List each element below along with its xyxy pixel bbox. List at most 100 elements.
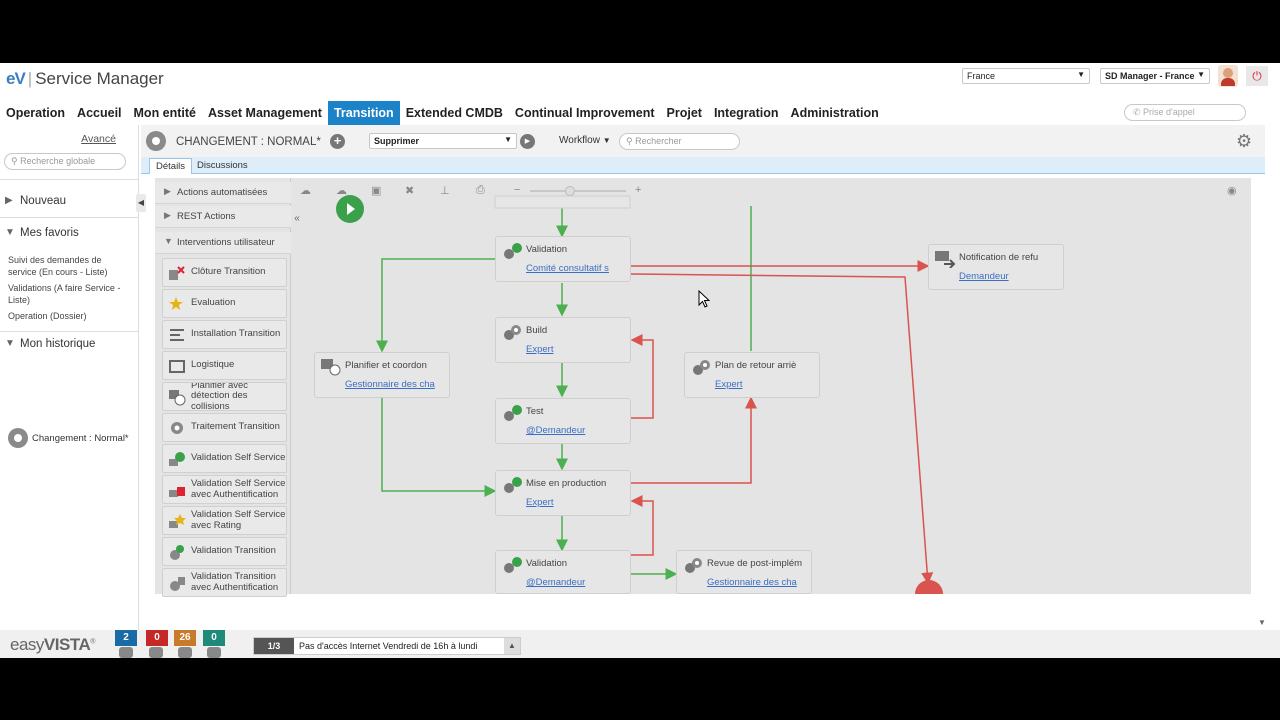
palette-item[interactable]: Evaluation: [162, 289, 287, 318]
add-icon[interactable]: +: [330, 134, 345, 149]
phone-icon: ✆: [1133, 107, 1144, 117]
menu-transition[interactable]: Transition: [327, 101, 400, 125]
left-sidebar: Avancé ⚲ Recherche globale ▶Nouveau ▼Mes…: [0, 125, 139, 630]
end-node[interactable]: [915, 580, 943, 594]
palette-group[interactable]: ▶REST Actions: [155, 206, 291, 228]
global-search-input[interactable]: ⚲ Recherche globale: [4, 153, 126, 170]
node-assignee-link[interactable]: Gestionnaire des cha: [345, 379, 435, 390]
workflow-menu[interactable]: Workflow ▼: [559, 135, 611, 146]
logistics-icon: [169, 360, 185, 373]
menu-administration[interactable]: Administration: [790, 106, 879, 120]
ev-logo: eV: [6, 69, 26, 88]
calendar-clock-icon: [169, 390, 186, 406]
node-assignee-link[interactable]: @Demandeur: [526, 425, 586, 436]
users-icon[interactable]: [178, 647, 192, 658]
expand-icon[interactable]: ▲: [504, 638, 520, 654]
collapse-palette-button[interactable]: «: [294, 213, 300, 224]
advanced-search-link[interactable]: Avancé: [81, 133, 116, 145]
workflow-node-test[interactable]: Test @Demandeur: [495, 398, 631, 444]
zoom-out-icon[interactable]: −: [514, 184, 521, 196]
phone-call-input[interactable]: ✆ Prise d'appel: [1124, 104, 1246, 121]
collapse-sidebar-button[interactable]: ◀: [136, 194, 146, 212]
history-item[interactable]: Changement : Normal*: [8, 428, 129, 448]
menu-accueil[interactable]: Accueil: [77, 106, 122, 120]
node-assignee-link[interactable]: Comité consultatif s: [526, 263, 609, 274]
menu-integration[interactable]: Integration: [713, 106, 779, 120]
role-select[interactable]: SD Manager - France▼: [1100, 68, 1210, 84]
palette-item[interactable]: Validation Transition: [162, 537, 287, 566]
node-assignee-link[interactable]: Expert: [526, 344, 554, 355]
menu-extended-cmdb[interactable]: Extended CMDB: [405, 106, 503, 120]
chat-icon[interactable]: [207, 647, 221, 658]
workflow-node-notification[interactable]: Notification de refu Demandeur: [928, 244, 1064, 290]
workflow-node-revue[interactable]: Revue de post-implém Gestionnaire des ch…: [676, 550, 812, 594]
workflow-node-planifier[interactable]: Planifier et coordon Gestionnaire des ch…: [314, 352, 450, 398]
menu-projet[interactable]: Projet: [666, 106, 702, 120]
partial-node[interactable]: [494, 195, 631, 209]
favorite-item[interactable]: Validations (A faire Service - Liste): [8, 283, 121, 305]
chevron-right-icon: ▶: [164, 186, 171, 196]
menu-operation[interactable]: Operation: [6, 106, 66, 120]
record-search-input[interactable]: ⚲ Rechercher: [619, 133, 740, 150]
main-menu: Operation Accueil Mon entité Asset Manag…: [0, 101, 885, 125]
tab-discussions[interactable]: Discussions: [197, 160, 248, 171]
palette-item[interactable]: Validation Transition avec Authentificat…: [162, 568, 287, 597]
scroll-down-icon[interactable]: ▼: [1258, 618, 1266, 627]
cloud-download-icon[interactable]: ☁: [336, 185, 347, 197]
palette-item[interactable]: Validation Self Service avec Authentific…: [162, 475, 287, 504]
logout-icon[interactable]: ⏻: [1246, 66, 1268, 86]
alert-icon[interactable]: [149, 647, 163, 658]
palette-item[interactable]: Planifier avec détection des collisions: [162, 382, 287, 411]
palette-item[interactable]: Validation Self Service avec Rating: [162, 506, 287, 535]
menu-mon-entite[interactable]: Mon entité: [133, 106, 197, 120]
status-footer: easyVISTA® 2 0 26 0 1/3 Pas d'accès Inte…: [0, 630, 1280, 658]
workflow-node-plan-de-retour[interactable]: Plan de retour arriè Expert: [684, 352, 820, 398]
node-assignee-link[interactable]: Demandeur: [959, 271, 1009, 282]
node-assignee-link[interactable]: Gestionnaire des cha: [707, 577, 797, 588]
palette-item[interactable]: Clôture Transition: [162, 258, 287, 287]
frame-icon[interactable]: ▣: [371, 185, 382, 197]
workflow-node-validation-2[interactable]: Validation @Demandeur: [495, 550, 631, 594]
eye-icon[interactable]: ◉: [1227, 185, 1237, 197]
node-assignee-link[interactable]: Expert: [715, 379, 743, 390]
favorite-item[interactable]: Operation (Dossier): [8, 311, 87, 321]
tab-details[interactable]: Détails: [149, 158, 193, 174]
zoom-slider[interactable]: [530, 190, 626, 192]
workflow-node-build[interactable]: Build Expert: [495, 317, 631, 363]
menu-continual-improvement[interactable]: Continual Improvement: [514, 106, 655, 120]
print-icon[interactable]: ⎙: [476, 184, 485, 196]
palette-item[interactable]: Traitement Transition: [162, 413, 287, 442]
menu-asset-management[interactable]: Asset Management: [208, 106, 322, 120]
badge-count[interactable]: 0: [203, 630, 225, 646]
country-select[interactable]: France▼: [962, 68, 1090, 84]
zoom-in-icon[interactable]: +: [635, 184, 642, 196]
run-action-icon[interactable]: ▶: [520, 134, 535, 149]
historique-section[interactable]: ▼Mon historique: [5, 338, 96, 350]
users-gear-icon: [504, 325, 521, 340]
badge-count[interactable]: 0: [146, 630, 168, 646]
delete-icon[interactable]: ✖: [405, 185, 415, 197]
node-assignee-link[interactable]: Expert: [526, 497, 554, 508]
news-page-indicator[interactable]: 1/3: [254, 638, 294, 654]
favoris-section[interactable]: ▼Mes favoris: [5, 227, 79, 239]
badge-count[interactable]: 2: [115, 630, 137, 646]
record-title: CHANGEMENT : NORMAL*: [176, 136, 321, 148]
align-icon[interactable]: ⊥: [440, 185, 450, 197]
settings-gear-icon[interactable]: ⚙: [1236, 131, 1253, 151]
user-avatar[interactable]: [1218, 65, 1238, 87]
nouveau-section[interactable]: ▶Nouveau: [5, 195, 67, 207]
action-select[interactable]: Supprimer▼: [369, 133, 517, 149]
palette-item[interactable]: Logistique: [162, 351, 287, 380]
cloud-upload-icon[interactable]: ☁: [300, 185, 311, 197]
palette-group[interactable]: ▼Interventions utilisateur: [155, 232, 291, 254]
node-assignee-link[interactable]: @Demandeur: [526, 577, 586, 588]
news-text[interactable]: Pas d'accès Internet Vendredi de 16h à l…: [299, 641, 478, 651]
palette-item[interactable]: Installation Transition: [162, 320, 287, 349]
badge-count[interactable]: 26: [174, 630, 196, 646]
palette-item[interactable]: Validation Self Service: [162, 444, 287, 473]
workflow-node-mise-en-production[interactable]: Mise en production Expert: [495, 470, 631, 516]
document-check-icon[interactable]: [119, 647, 133, 658]
favorite-item[interactable]: Suivi des demandes de service (En cours …: [8, 255, 108, 277]
palette-group[interactable]: ▶Actions automatisées: [155, 182, 291, 204]
workflow-node-validation[interactable]: Validation Comité consultatif s: [495, 236, 631, 282]
